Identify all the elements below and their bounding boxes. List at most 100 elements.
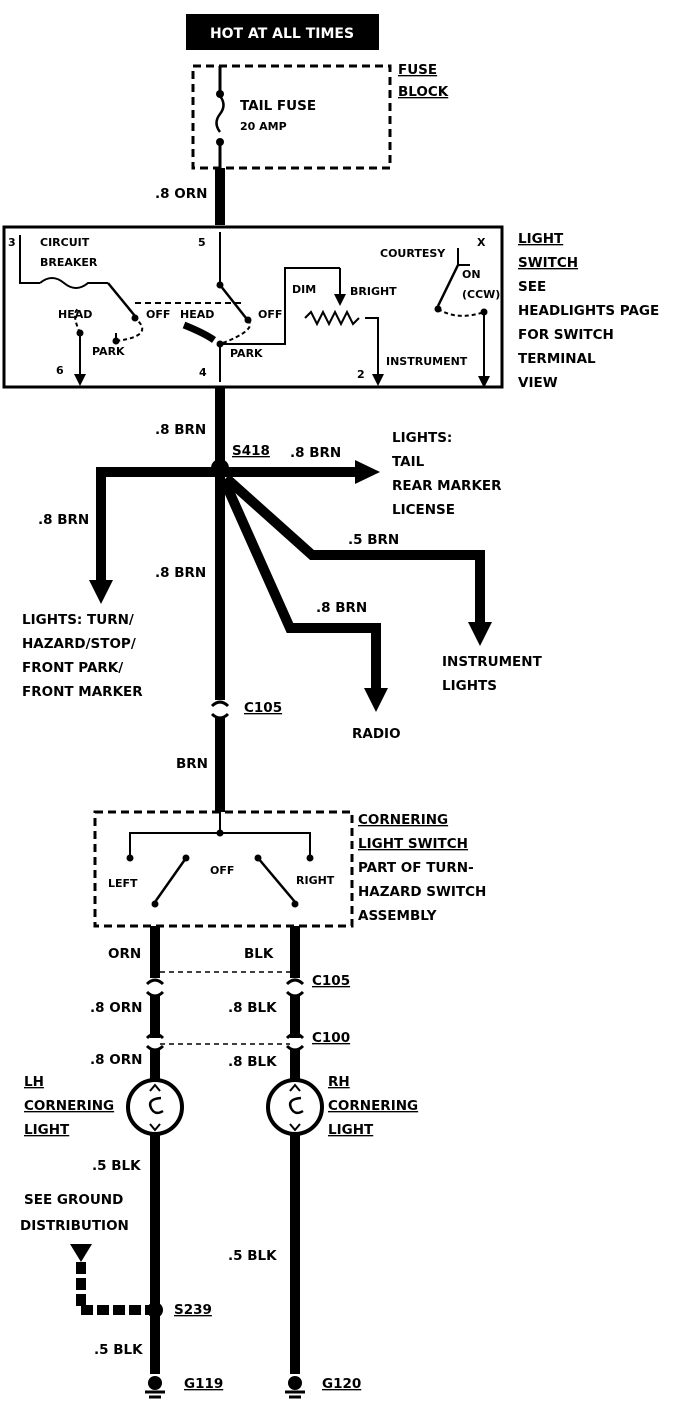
front-load-2: HAZARD/STOP/ <box>22 636 136 652</box>
light-switch-note-1: SEE <box>518 279 546 295</box>
wire-label-left-low: .8 ORN <box>90 1052 142 1068</box>
c100-label: C100 <box>312 1030 350 1046</box>
see-ground: SEE GROUND <box>24 1192 123 1208</box>
bright-label: BRIGHT <box>350 285 397 298</box>
wire-label-right-low: .8 BLK <box>228 1054 277 1070</box>
connector-c105-upper-symbol <box>210 700 230 720</box>
arrow-to-tail <box>355 460 380 484</box>
circuit-breaker-1: CIRCUIT <box>40 236 90 249</box>
wire-to-front <box>96 467 220 580</box>
tail-load-3: REAR MARKER <box>392 478 502 494</box>
connector-c100-symbol <box>145 1032 305 1052</box>
cornering-note-1: PART OF TURN- <box>358 860 474 876</box>
wire-label-left-mid: .8 ORN <box>90 1000 142 1016</box>
terminal-5: 5 <box>198 236 206 249</box>
fuse-block-label-2: BLOCK <box>398 84 449 100</box>
wire-label-right-ground: .5 BLK <box>228 1248 277 1264</box>
light-switch-note-3: FOR SWITCH <box>518 327 614 343</box>
cornering-light-switch: LEFT OFF RIGHT CORNERING LIGHT SWITCH PA… <box>93 810 486 928</box>
wire-label-fuse-to-switch: .8 ORN <box>155 186 207 202</box>
head-left: HEAD <box>58 308 92 321</box>
s239-label: S239 <box>174 1302 212 1318</box>
fuse-block: TAIL FUSE 20 AMP FUSE BLOCK <box>191 62 449 170</box>
ground-ref-arrow <box>70 1244 92 1262</box>
wire-label-to-radio: .8 BRN <box>316 600 367 616</box>
ground-g120-symbol <box>285 1376 305 1399</box>
park-mid: PARK <box>230 347 263 360</box>
left-position: LEFT <box>108 877 138 890</box>
cornering-note-2: HAZARD SWITCH <box>358 884 486 900</box>
light-switch-title-2: SWITCH <box>518 255 578 271</box>
wire-label-left-bottom: .5 BLK <box>94 1342 143 1358</box>
tail-load-2: TAIL <box>392 454 425 470</box>
rh-label-1: RH <box>328 1074 350 1090</box>
splice-s239 <box>147 1302 163 1318</box>
g120-label: G120 <box>322 1376 361 1392</box>
off-position: OFF <box>210 864 234 877</box>
wire-label-below-c105: BRN <box>176 756 208 772</box>
x-label: X <box>477 236 486 249</box>
light-switch-note-4: TERMINAL <box>518 351 596 367</box>
instrument-load-1: INSTRUMENT <box>442 654 543 670</box>
ground-g119-symbol <box>145 1376 165 1399</box>
terminal-6: 6 <box>56 364 64 377</box>
light-switch-note-2: HEADLIGHTS PAGE <box>518 303 659 319</box>
dim-label: DIM <box>292 283 316 296</box>
terminal-4: 4 <box>199 366 207 379</box>
fuse-name: TAIL FUSE <box>240 98 316 114</box>
on-label: ON <box>462 268 481 281</box>
c105-lower-label: C105 <box>312 973 350 989</box>
cornering-title-2: LIGHT SWITCH <box>358 836 468 852</box>
wire-label-switch-out: .8 BRN <box>155 422 206 438</box>
wire-label-left-ground: .5 BLK <box>92 1158 141 1174</box>
wire-label-to-front: .8 BRN <box>38 512 89 528</box>
wire-label-to-instrument: .5 BRN <box>348 532 399 548</box>
fuse-block-label-1: FUSE <box>398 62 437 78</box>
tail-load-1: LIGHTS: <box>392 430 452 446</box>
terminal-2: 2 <box>357 368 365 381</box>
front-load-1: LIGHTS: TURN/ <box>22 612 134 628</box>
light-switch-title-1: LIGHT <box>518 231 564 247</box>
front-load-4: FRONT MARKER <box>22 684 143 700</box>
wire-label-to-tail: .8 BRN <box>290 445 341 461</box>
c105-upper-label: C105 <box>244 700 282 716</box>
wire-label-trunk: .8 BRN <box>155 565 206 581</box>
hot-at-all-times-banner: HOT AT ALL TIMES <box>186 14 379 50</box>
rh-cornering-lamp <box>266 1078 324 1136</box>
lh-label-1: LH <box>24 1074 44 1090</box>
radio-load: RADIO <box>352 726 401 742</box>
lh-label-2: CORNERING <box>24 1098 114 1114</box>
lh-label-3: LIGHT <box>24 1122 70 1138</box>
wire-to-radio <box>219 477 381 688</box>
park-left: PARK <box>92 345 125 358</box>
lh-cornering-lamp <box>126 1078 184 1136</box>
s418-label: S418 <box>232 443 270 459</box>
ccw-label: (CCW) <box>462 288 500 301</box>
front-load-3: FRONT PARK/ <box>22 660 123 676</box>
wire-label-right-top: BLK <box>244 946 274 962</box>
g119-label: G119 <box>184 1376 223 1392</box>
rh-label-3: LIGHT <box>328 1122 374 1138</box>
rh-label-2: CORNERING <box>328 1098 418 1114</box>
light-switch: 3 5 6 4 2 CIRCUIT BREAKER HEAD PARK OFF … <box>2 225 659 391</box>
courtesy-label: COURTESY <box>380 247 446 260</box>
wire-to-instrument <box>222 474 485 622</box>
instrument-label: INSTRUMENT <box>386 355 468 368</box>
header-text: HOT AT ALL TIMES <box>210 26 354 42</box>
wire-label-right-mid: .8 BLK <box>228 1000 277 1016</box>
off-left: OFF <box>146 308 170 321</box>
wire-label-left-top: ORN <box>108 946 141 962</box>
tail-load-4: LICENSE <box>392 502 455 518</box>
light-switch-note-5: VIEW <box>518 375 558 391</box>
arrow-to-front <box>89 580 113 604</box>
instrument-load-2: LIGHTS <box>442 678 497 694</box>
arrow-to-instrument <box>468 622 492 646</box>
right-position: RIGHT <box>296 874 335 887</box>
arrow-to-radio <box>364 688 388 712</box>
connector-c105-lower-symbol <box>145 978 305 998</box>
cornering-title-1: CORNERING <box>358 812 448 828</box>
fuse-rating: 20 AMP <box>240 120 287 133</box>
terminal-3: 3 <box>8 236 16 249</box>
circuit-breaker-2: BREAKER <box>40 256 98 269</box>
